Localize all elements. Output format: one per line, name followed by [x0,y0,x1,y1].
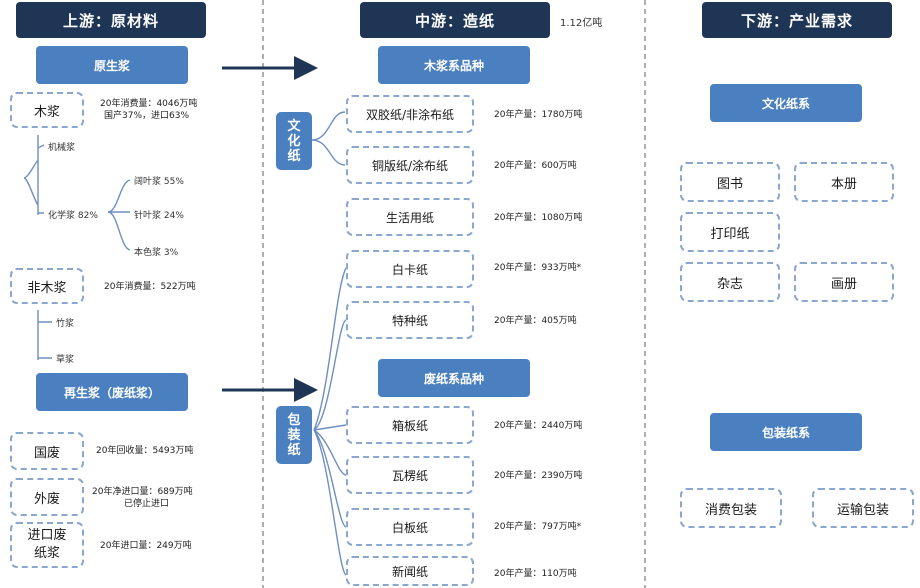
foreign-waste-note1: 20年净进口量：689万吨 [92,487,193,497]
nonwood-tree [37,310,52,360]
wood-series-box: 木浆系品种 [378,46,530,84]
domestic-waste-box: 国废 [10,432,84,470]
specialty-paper-note: 20年产量：405万吨 [494,316,577,326]
transport-packaging-box: 运输包装 [812,488,914,528]
consumer-packaging-box: 消费包装 [680,488,782,528]
recycled-pulp-box: 再生浆（废纸浆） [36,373,188,411]
midstream-total: 1.12亿吨 [560,18,603,29]
downstream-header: 下游：产业需求 [702,2,892,38]
imported-waste-pulp-note: 20年进口量：249万吨 [100,541,192,551]
containerboard-note: 20年产量：2440万吨 [494,421,583,431]
white-board-note: 20年产量：797万吨* [494,522,582,532]
wood-tree [23,135,45,215]
picture-albums-box: 画册 [794,262,894,302]
bamboo-pulp: 竹浆 [56,319,75,329]
softwood-pulp: 针叶浆 24% [134,211,184,221]
books-box: 图书 [680,162,780,202]
chemical-pulp: 化学浆 82% [48,211,98,221]
corrugated-paper-box: 瓦楞纸 [346,456,474,494]
cultural-paper-label: 文化纸 [276,112,312,170]
chemical-tree [107,179,131,251]
offset-paper-note: 20年产量：1780万吨 [494,110,583,120]
printing-paper-box: 打印纸 [680,212,780,252]
coated-paper-box: 铜版纸/涂布纸 [346,146,474,184]
unbleached-pulp: 本色浆 3% [134,248,179,258]
cultural-paper-series-box: 文化纸系 [710,84,862,122]
mechanical-pulp: 机械浆 [48,143,76,153]
straw-pulp: 草浆 [56,355,75,365]
notebooks-box: 本册 [794,162,894,202]
cultural-paper-text: 文化纸 [287,118,301,164]
magazines-box: 杂志 [680,262,780,302]
non-wood-pulp-box: 非木浆 [10,268,84,304]
tissue-paper-note: 20年产量：1080万吨 [494,213,583,223]
virgin-pulp-box: 原生浆 [36,46,188,84]
coated-paper-note: 20年产量：600万吨 [494,161,577,171]
foreign-waste-note2: 已停止进口 [124,499,170,509]
offset-paper-box: 双胶纸/非涂布纸 [346,95,474,133]
non-wood-note: 20年消费量：522万吨 [104,282,196,292]
cultural-bracket [311,111,346,166]
wood-pulp-box: 木浆 [10,92,84,128]
waste-series-box: 废纸系品种 [378,359,530,397]
domestic-waste-note: 20年回收量：5493万吨 [96,446,194,456]
newsprint-box: 新闻纸 [346,556,474,586]
wood-pulp-note1: 20年消费量：4046万吨 [100,99,198,109]
ivory-board-note: 20年产量：933万吨* [494,263,582,273]
upstream-header: 上游：原材料 [16,2,206,38]
white-board-box: 白板纸 [346,508,474,546]
packaging-fan [313,267,347,576]
packaging-paper-series-box: 包装纸系 [710,413,862,451]
specialty-paper-box: 特种纸 [346,301,474,339]
corrugated-paper-note: 20年产量：2390万吨 [494,471,583,481]
hardwood-pulp: 阔叶浆 55% [134,177,184,187]
packaging-paper-text: 包装纸 [287,412,301,458]
midstream-header: 中游：造纸 [360,2,550,38]
foreign-waste-box: 外废 [10,478,84,516]
containerboard-box: 箱板纸 [346,406,474,444]
newsprint-note: 20年产量：110万吨 [494,569,577,579]
wood-pulp-note2: 国产37%，进口63% [104,111,190,121]
ivory-board-box: 白卡纸 [346,250,474,288]
tissue-paper-box: 生活用纸 [346,198,474,236]
imported-waste-pulp-box: 进口废纸浆 [10,522,84,568]
packaging-paper-label: 包装纸 [276,406,312,464]
imported-waste-pulp-label: 进口废纸浆 [27,528,67,561]
